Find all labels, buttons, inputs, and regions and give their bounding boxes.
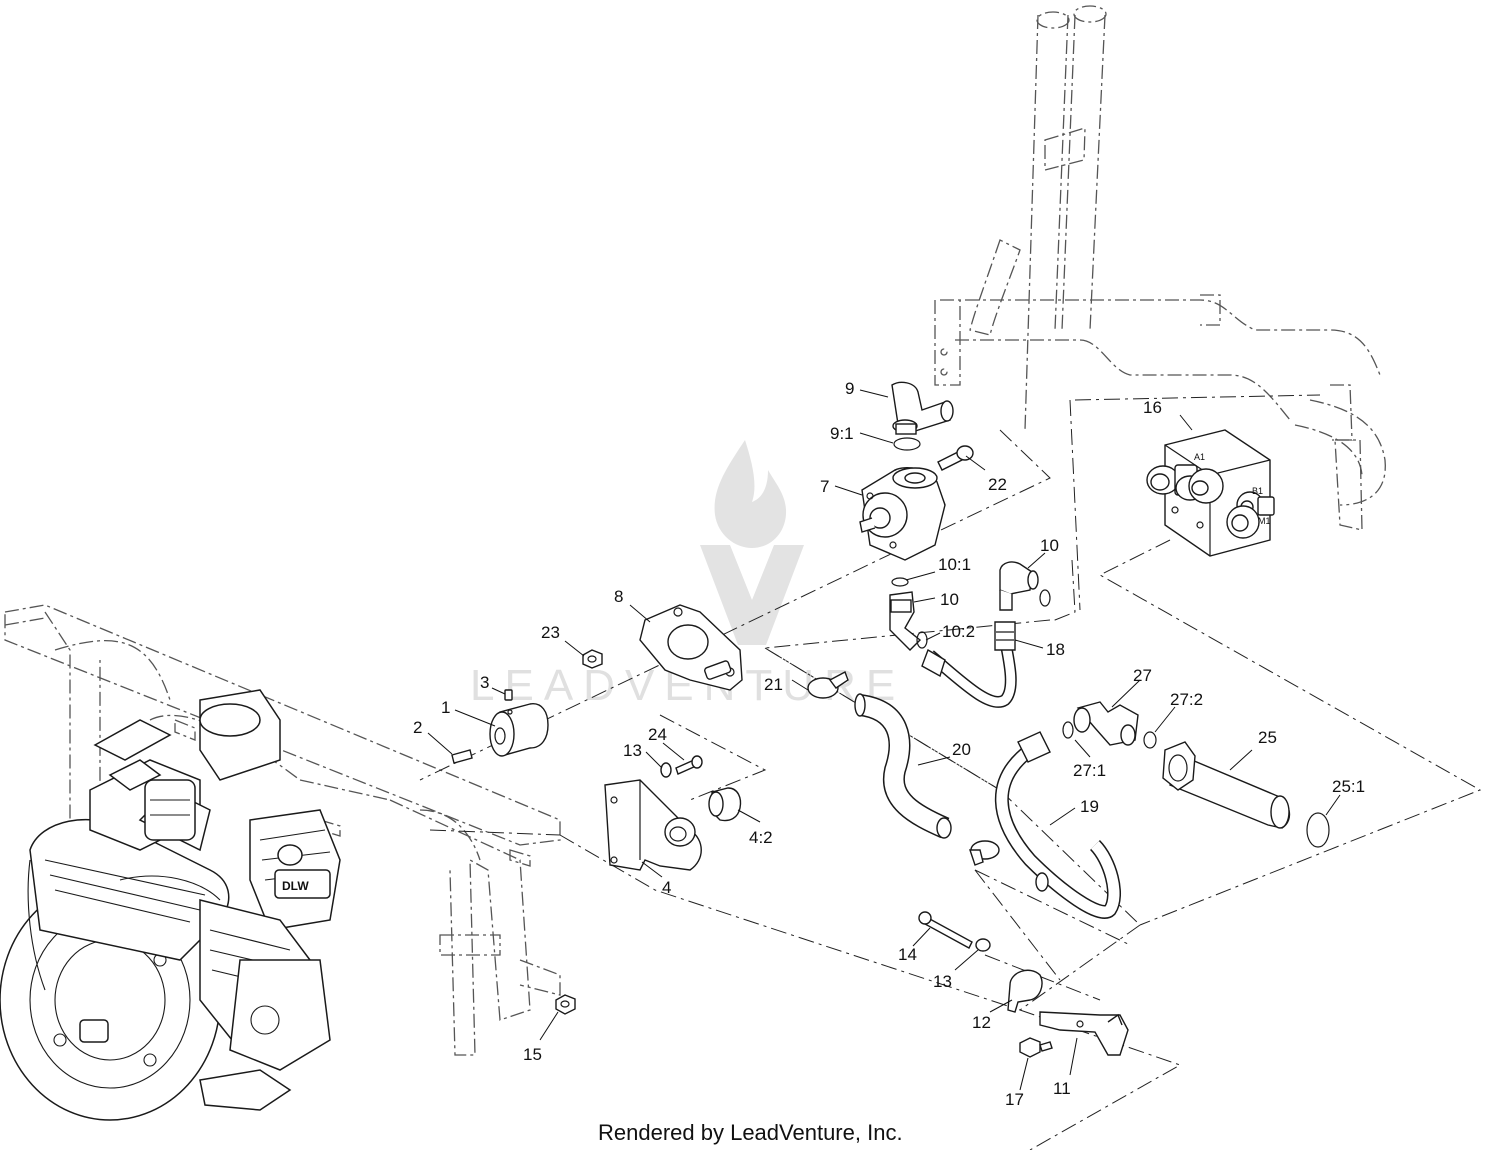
- callout-7: 7: [820, 477, 829, 496]
- valve-marking-a1: A1: [1194, 452, 1205, 462]
- part-9-1-o-ring: [893, 437, 921, 451]
- callout-25: 25: [1258, 728, 1277, 747]
- engine-assembly: DLW: [0, 689, 341, 1121]
- callout-27: 27: [1133, 666, 1152, 685]
- rendered-by-credit: Rendered by LeadVenture, Inc.: [598, 1120, 903, 1145]
- part-27-elbow-fitting: [1073, 701, 1139, 746]
- part-27-1-o-ring: [1062, 721, 1074, 739]
- part-13-washer-lower: [975, 938, 991, 952]
- engine-label: DLW: [282, 879, 309, 893]
- part-7-hydraulic-pump: [859, 467, 946, 561]
- handle-frame: [934, 5, 1386, 531]
- callout-13-upper: 13: [623, 741, 642, 760]
- hose-clamp-lower: [969, 840, 1000, 866]
- part-10-elbow-fitting-upper: [999, 561, 1039, 611]
- part-3-set-screw: [504, 689, 513, 701]
- part-10-elbow-fitting-lower: [889, 591, 922, 651]
- callout-16: 16: [1143, 398, 1162, 417]
- part-10-o-ring: [1039, 589, 1051, 607]
- leader-lines: [427, 389, 1341, 1091]
- callout-10-1: 10:1: [938, 555, 971, 574]
- part-2-key: [451, 749, 473, 764]
- callout-10-upper: 10: [1040, 536, 1059, 555]
- callout-15: 15: [523, 1045, 542, 1064]
- part-1-coupler: [489, 703, 549, 757]
- callout-27-1: 27:1: [1073, 761, 1106, 780]
- callout-12: 12: [972, 1013, 991, 1032]
- part-22-bolt: [937, 445, 974, 471]
- callout-3: 3: [480, 673, 489, 692]
- assembly-guides: [419, 394, 1482, 1150]
- callout-19: 19: [1080, 797, 1099, 816]
- part-13-washer-upper: [660, 762, 672, 778]
- part-11-mounting-bracket: [1039, 1011, 1129, 1056]
- valve-port-fitting: [1175, 468, 1224, 504]
- callout-27-2: 27:2: [1170, 690, 1203, 709]
- callout-2: 2: [413, 718, 422, 737]
- part-8-mounting-plate: [639, 604, 743, 691]
- part-14-bolt: [918, 911, 973, 949]
- part-10-1-o-ring: [891, 577, 909, 587]
- callout-4: 4: [662, 878, 671, 897]
- callout-4-2: 4:2: [749, 828, 773, 847]
- callout-20: 20: [952, 740, 971, 759]
- part-18-hydraulic-hose: [921, 621, 1017, 708]
- part-16-valve-block: A1 B1 M1: [1146, 429, 1275, 557]
- callout-1: 1: [441, 698, 450, 717]
- part-25-filter: [1162, 741, 1291, 829]
- part-15-nut: [555, 994, 576, 1015]
- part-17-flange-bolt: [1019, 1037, 1053, 1058]
- callout-labels: 9 9:1 7 22 10 10:1 10 10:2 18 16 21 20 1…: [413, 379, 1365, 1109]
- part-20-suction-hose: [854, 693, 952, 839]
- part-9-elbow-fitting: [891, 381, 954, 435]
- callout-21: 21: [764, 675, 783, 694]
- part-19-return-tube: [994, 731, 1121, 919]
- part-24-bolt: [675, 755, 703, 775]
- callout-23: 23: [541, 623, 560, 642]
- callout-17: 17: [1005, 1090, 1024, 1109]
- part-27-2-o-ring: [1143, 731, 1157, 749]
- callout-22: 22: [988, 475, 1007, 494]
- part-21-hose-clamp: [807, 671, 849, 699]
- valve-marking-b1: B1: [1252, 486, 1263, 496]
- callout-13-lower: 13: [933, 972, 952, 991]
- part-12-p-clamp: [1007, 969, 1043, 1013]
- callout-25-1: 25:1: [1332, 777, 1365, 796]
- callout-10-2: 10:2: [942, 622, 975, 641]
- callout-9-1: 9:1: [830, 424, 854, 443]
- part-23-nut: [582, 649, 603, 669]
- callout-10-lower: 10: [940, 590, 959, 609]
- callout-18: 18: [1046, 640, 1065, 659]
- callout-24: 24: [648, 725, 667, 744]
- part-25-1-o-ring: [1306, 812, 1330, 848]
- callout-9: 9: [845, 379, 854, 398]
- callout-8: 8: [614, 587, 623, 606]
- part-4-bracket: [604, 779, 702, 871]
- valve-marking-m1: M1: [1258, 516, 1271, 526]
- callout-14: 14: [898, 945, 917, 964]
- part-4-2-bushing: [708, 787, 742, 822]
- callout-11: 11: [1053, 1079, 1071, 1098]
- valve-port-fitting: [1226, 505, 1260, 539]
